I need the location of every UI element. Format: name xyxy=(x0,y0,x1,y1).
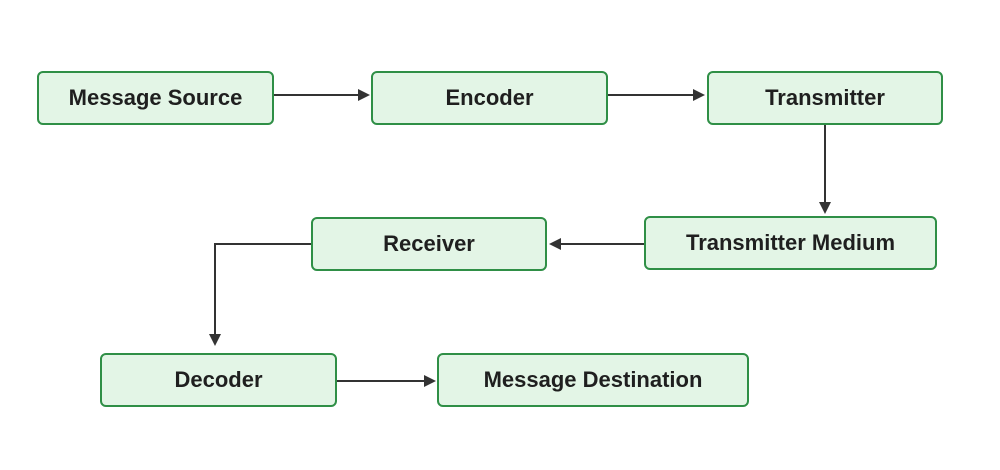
transmitter-box: Transmitter xyxy=(707,71,943,125)
arrow-medium-to-receiver xyxy=(549,238,644,250)
decoder-label: Decoder xyxy=(174,367,263,392)
decoder-box: Decoder xyxy=(100,353,337,407)
receiver-label: Receiver xyxy=(383,231,475,256)
transmitter-medium-label: Transmitter Medium xyxy=(685,230,896,255)
arrow-receiver-to-decoder xyxy=(209,243,311,346)
arrow-encoder-to-transmitter xyxy=(608,89,705,101)
arrow-source-to-encoder xyxy=(274,89,370,101)
encoder-label: Encoder xyxy=(445,85,534,110)
receiver-box: Receiver xyxy=(311,217,547,271)
message-source-label: Message Source xyxy=(68,85,243,110)
message-destination-label: Message Destination xyxy=(483,367,703,392)
message-source-box: Message Source xyxy=(37,71,274,125)
encoder-box: Encoder xyxy=(371,71,608,125)
message-destination-box: Message Destination xyxy=(437,353,749,407)
arrow-decoder-to-destination xyxy=(337,375,436,387)
transmitter-medium-box: Transmitter Medium xyxy=(644,216,937,270)
transmitter-label: Transmitter xyxy=(765,85,885,110)
arrow-transmitter-to-medium xyxy=(819,125,831,214)
